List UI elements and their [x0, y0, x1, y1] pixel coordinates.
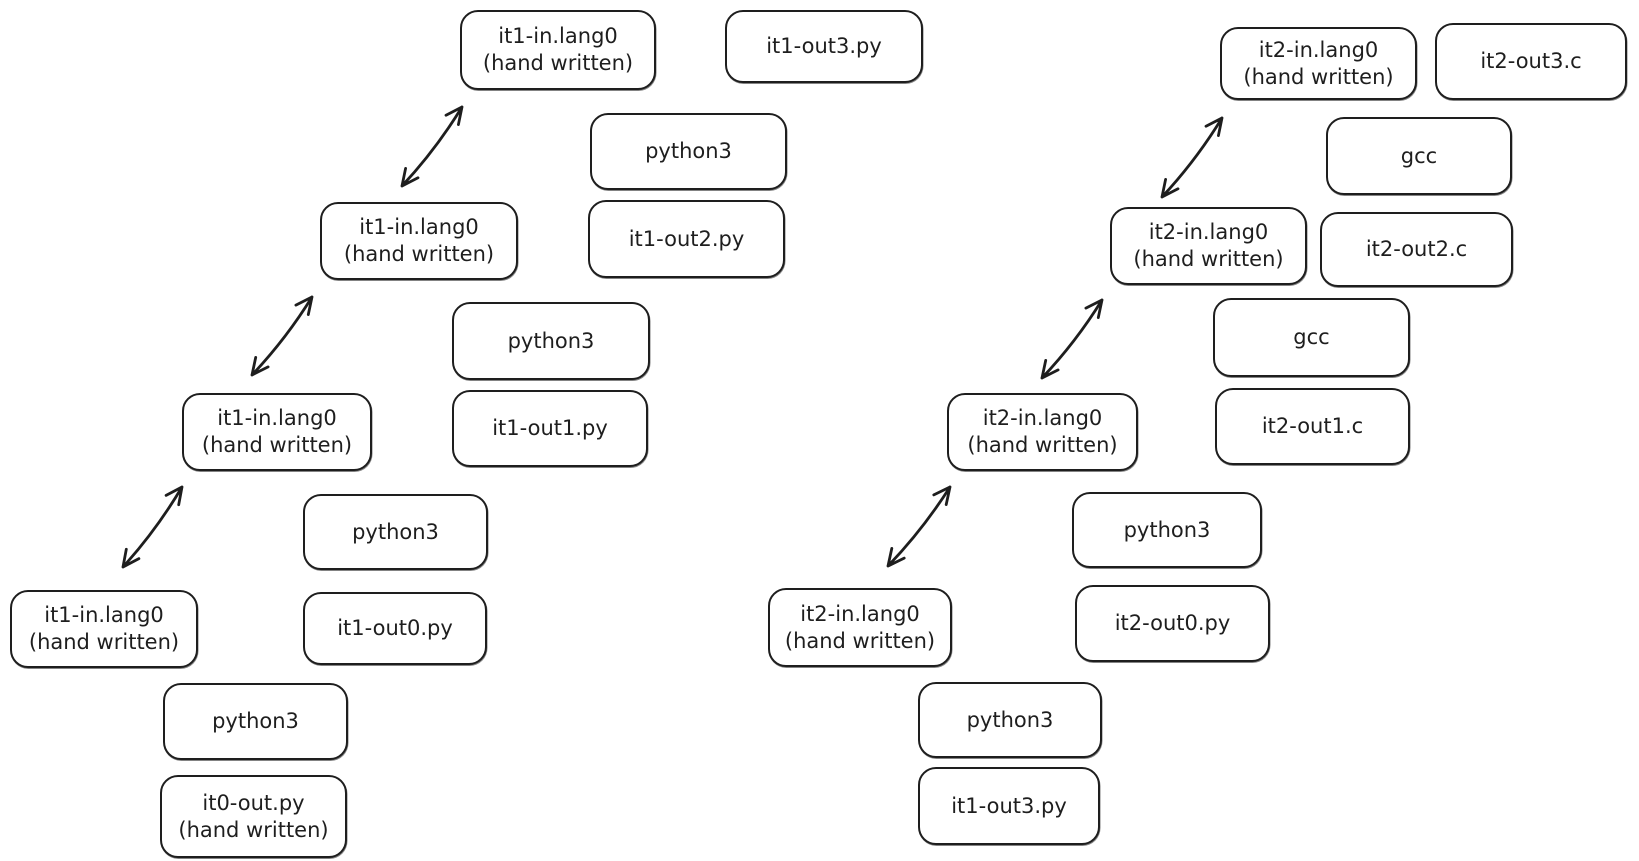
- node-python3-run3-it1: python3: [590, 113, 787, 190]
- node-label: (hand written): [784, 628, 936, 653]
- node-it1-in-gen2: it1-in.lang0 (hand written): [320, 202, 518, 280]
- node-label: (hand written): [28, 630, 180, 654]
- node-it2-in-gen3: it2-in.lang0(hand written): [1220, 27, 1417, 100]
- node-it1-in-gen0: it1-in.lang0 (hand written): [10, 590, 198, 668]
- arrow-it1-gen0-gen1: [121, 485, 184, 569]
- node-it2-in-gen2: it2-in.lang0 (hand written): [1110, 207, 1307, 285]
- arrow-it1-gen2-gen3: [400, 105, 464, 188]
- arrow-it2-gen2-gen3: [1160, 116, 1224, 199]
- node-it2-in-gen0: it2-in.lang0(hand written): [768, 588, 952, 667]
- node-label: it2-in.lang0: [982, 406, 1103, 430]
- node-it2-out0-py: it2-out0.py: [1075, 585, 1270, 662]
- node-it1-out0-py: it1-out0.py: [303, 592, 487, 665]
- node-it1-out2-py: it1-out2.py: [588, 200, 785, 278]
- node-label: python3: [966, 707, 1054, 732]
- node-label: python3: [1123, 517, 1211, 542]
- node-label: it0-out.py: [202, 790, 305, 815]
- arrow-it1-gen1-gen2: [250, 295, 314, 377]
- node-label: it2-out0.py: [1114, 611, 1231, 635]
- node-python3-run0-it2: python3: [918, 682, 1102, 758]
- node-it2-out1-c: it2-out1.c: [1215, 388, 1410, 465]
- node-it1-in-gen1: it1-in.lang0 (hand written): [182, 393, 372, 471]
- node-gcc-run2-it2: gcc: [1213, 298, 1410, 377]
- node-label: python3: [212, 709, 299, 733]
- node-label: it1-out3.py: [766, 34, 882, 58]
- node-label: (hand written): [201, 433, 353, 457]
- node-gcc-run3-it2: gcc: [1326, 117, 1512, 195]
- node-label: (hand written): [1243, 64, 1394, 89]
- node-label: it2-out2.c: [1365, 237, 1468, 261]
- node-label: (hand written): [1133, 247, 1284, 271]
- node-label: (hand written): [482, 51, 634, 75]
- node-it1-in-gen3: it1-in.lang0 (hand written): [460, 10, 656, 90]
- node-label: it1-out2.py: [628, 226, 745, 251]
- node-label: python3: [645, 139, 732, 163]
- node-label: it1-in.lang0: [44, 603, 164, 627]
- node-label: it1-in.lang0: [217, 406, 337, 430]
- node-python3-run2-it1: python3: [452, 302, 650, 380]
- node-label: it2-out3.c: [1480, 49, 1582, 73]
- node-label: it2-in.lang0: [1258, 37, 1379, 62]
- node-label: python3: [507, 328, 595, 353]
- node-label: it1-out0.py: [337, 616, 453, 640]
- node-it0-out-py: it0-out.py(hand written): [160, 775, 347, 858]
- node-it1-out1-py: it1-out1.py: [452, 390, 648, 467]
- node-label: gcc: [1293, 325, 1330, 349]
- arrow-it2-gen1-gen2: [1040, 298, 1104, 380]
- node-label: (hand written): [343, 242, 495, 266]
- node-it2-out2-c: it2-out2.c: [1320, 212, 1513, 287]
- node-python3-run0-it1: python3: [163, 683, 348, 760]
- node-it2-out3-c: it2-out3.c: [1435, 23, 1627, 100]
- node-label: it2-out1.c: [1261, 414, 1364, 438]
- node-label: it1-out1.py: [492, 416, 608, 440]
- node-label: gcc: [1400, 143, 1438, 168]
- node-label: it2-in.lang0: [1148, 220, 1269, 244]
- node-it2-in-gen1: it2-in.lang0 (hand written): [947, 393, 1138, 471]
- node-python3-run1-it1: python3: [303, 494, 488, 570]
- node-it1-out3-py: it1-out3.py: [725, 10, 923, 83]
- node-label: it1-in.lang0: [359, 215, 479, 239]
- node-label: (hand written): [178, 817, 329, 842]
- arrow-it2-gen0-gen1: [886, 485, 952, 568]
- node-label: it1-out3.py: [951, 793, 1067, 818]
- node-label: python3: [352, 519, 439, 544]
- node-label: it2-in.lang0: [800, 601, 920, 626]
- node-label: (hand written): [967, 433, 1118, 457]
- node-it1-out3-py-input: it1-out3.py: [918, 767, 1100, 845]
- node-python3-run1-it2: python3: [1072, 492, 1262, 568]
- node-label: it1-in.lang0: [498, 24, 618, 48]
